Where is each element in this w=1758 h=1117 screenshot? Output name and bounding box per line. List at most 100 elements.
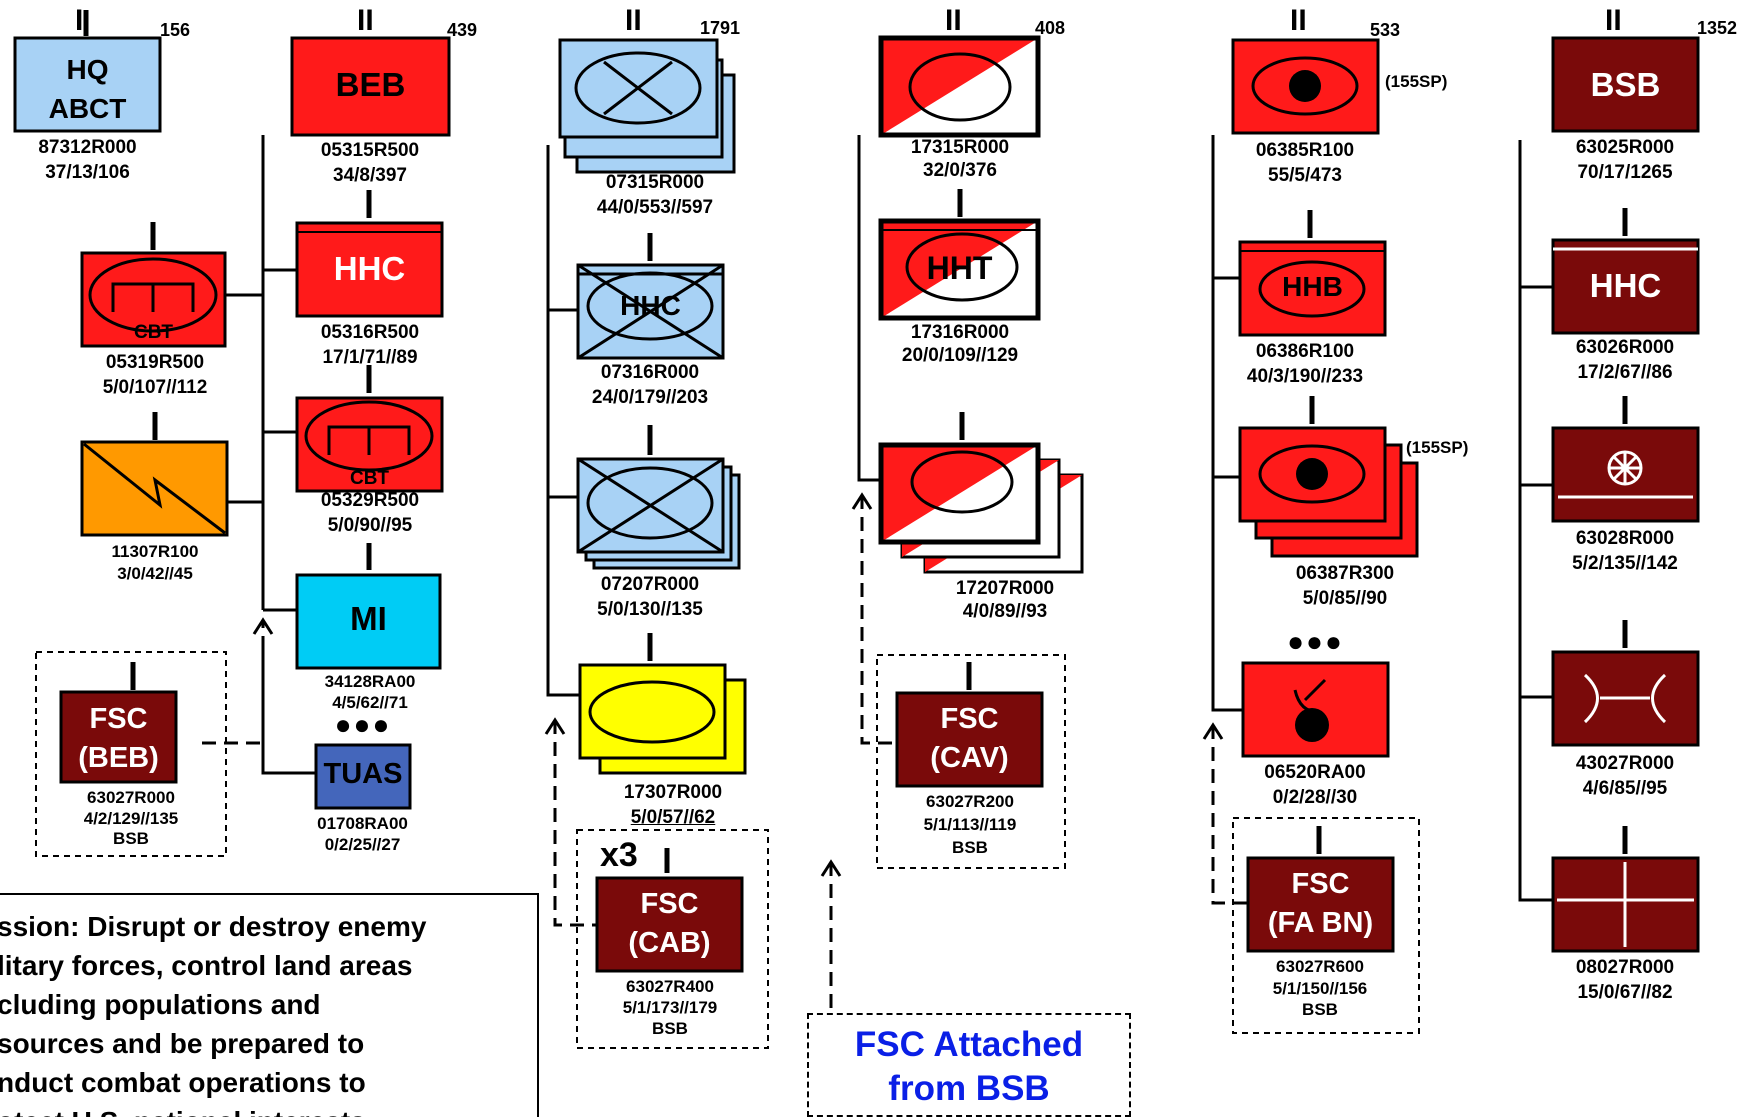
unit-parent: BSB <box>952 838 988 857</box>
unit-code: 07207R000 <box>600 574 700 595</box>
unit-personnel: 32/0/376 <box>923 160 997 181</box>
unit-code: 05316R500 <box>320 322 420 343</box>
unit-personnel: 34/8/397 <box>333 165 407 186</box>
unit-code: 06520RA00 <box>1264 762 1366 783</box>
unit-personnel: 44/0/553//597 <box>596 197 714 218</box>
fsc-multiplier: x3 <box>600 836 638 874</box>
fsc-beb-group <box>35 651 227 857</box>
unit-personnel: 3/0/42//45 <box>117 564 193 583</box>
recon-icon <box>910 450 1014 514</box>
unit-size-number: 439 <box>447 20 478 40</box>
bsb-hhc-box <box>1551 238 1700 335</box>
recon-icon <box>908 52 1012 122</box>
unit-size-number: 1352 <box>1697 18 1738 38</box>
arrow-up-icon <box>820 859 842 877</box>
unit-personnel: 0/2/25//27 <box>324 835 401 854</box>
unit-level-marker: II <box>1290 4 1307 37</box>
unit-code: 05315R500 <box>320 140 420 161</box>
unit-code: 17307R000 <box>623 782 723 803</box>
cav-hht-label: HHT <box>926 250 993 286</box>
fsc-cab-dashed-link <box>553 720 597 927</box>
unit-code: 06385R100 <box>1255 140 1355 161</box>
fsc-cab-group <box>576 829 769 1049</box>
fa-btry-box <box>1238 426 1387 523</box>
unit-personnel: 17/1/71//89 <box>322 347 418 368</box>
unit-personnel: 0/2/28//30 <box>1272 787 1358 808</box>
unit-personnel: 5/1/113//119 <box>923 815 1017 834</box>
unit-personnel: 70/17/1265 <box>1577 162 1673 183</box>
unit-code: 17316R000 <box>910 322 1010 343</box>
inf-trunk-line <box>546 145 580 697</box>
unit-code: 63028R000 <box>1575 528 1675 549</box>
hq-abct-box <box>13 36 162 133</box>
radar-icon <box>1295 708 1329 742</box>
unit-code: 05319R500 <box>105 352 205 373</box>
unit-personnel: 5/0/130//135 <box>597 599 703 620</box>
mission-statement: ssion: Disrupt or destroy enemy litary f… <box>0 911 427 1117</box>
unit-personnel: 17/2/67//86 <box>1577 362 1673 383</box>
signal-box <box>80 440 229 537</box>
beb-label: BEB <box>335 66 406 103</box>
unit-personnel: 5/0/90//95 <box>327 515 413 536</box>
fsc-cab-box <box>595 876 744 973</box>
unit-personnel: 4/0/89//93 <box>962 601 1048 622</box>
cav-hht-box <box>878 218 1041 321</box>
arrow-up-icon <box>1202 722 1224 740</box>
bsb-hhc-label: HHC <box>1589 267 1662 304</box>
unit-code: 87312R000 <box>38 137 137 158</box>
unit-level-marker: II <box>625 4 642 37</box>
unit-personnel: 4/6/85//95 <box>1582 778 1668 799</box>
beb-hhc-label: HHC <box>333 250 406 287</box>
unit-code: 07315R000 <box>605 172 705 193</box>
fsc-fa-group <box>1232 817 1420 1034</box>
unit-personnel: 40/3/190//233 <box>1246 366 1364 387</box>
bsb-trunk-line <box>1518 140 1553 902</box>
fsc-cab-label: FSC (CAB) <box>628 888 711 959</box>
unit-size-number: 408 <box>1035 18 1066 38</box>
fsc-note-text: FSC Attached from BSB <box>854 1025 1084 1108</box>
unit-code: 63027R400 <box>626 977 714 996</box>
tuas-box <box>314 743 412 810</box>
fsc-beb-box <box>59 690 178 784</box>
unit-personnel: 5/1/150//156 <box>1272 979 1368 998</box>
unit-code: 05329R500 <box>320 490 420 511</box>
fsc-cav-dashed-link <box>860 495 897 745</box>
unit-personnel: 5/0/107//112 <box>102 377 208 398</box>
unit-code: 11307R100 <box>111 542 199 561</box>
arrow-up-icon <box>252 617 274 635</box>
unit-size-number: 533 <box>1370 20 1401 40</box>
recon-icon <box>905 232 1019 302</box>
unit-personnel: 5/1/173//179 <box>622 998 718 1017</box>
unit-personnel: 4/5/62//71 <box>332 693 408 712</box>
lightning-icon <box>83 442 226 535</box>
unit-note: (155SP) <box>1406 438 1469 457</box>
engineer-icon <box>304 400 434 472</box>
unit-code: 63027R200 <box>926 792 1014 811</box>
arrow-up-icon <box>851 492 873 510</box>
beb-box <box>290 36 451 137</box>
artillery-icon <box>1258 444 1366 504</box>
unit-note: (155SP) <box>1385 72 1448 91</box>
fsc-fa-dashed-link <box>1211 725 1248 905</box>
unit-parent: BSB <box>1302 1000 1338 1019</box>
unit-parent: BSB <box>113 829 149 848</box>
unit-level-dots: ●●● <box>1287 626 1344 657</box>
bsb-box <box>1551 36 1700 133</box>
cav-sqdn-box <box>878 35 1041 138</box>
fsc-beb-dashed-link <box>202 620 265 745</box>
inf-hhc-label: HHC <box>620 290 681 321</box>
unit-code: 08027R000 <box>1575 957 1675 978</box>
mi-box <box>295 573 442 670</box>
beb-branch-lines <box>226 268 296 612</box>
mech-icon <box>586 271 714 341</box>
unit-personnel: 20/0/109//129 <box>901 345 1019 366</box>
unit-code: 34128RA00 <box>324 672 416 691</box>
supply-icon <box>1583 673 1667 724</box>
fsc-cav-group <box>876 654 1066 869</box>
fsc-cav-label: FSC (CAV) <box>930 703 1009 774</box>
engineer-icon <box>88 257 218 333</box>
fa-trunk-line <box>1211 135 1243 712</box>
unit-parent: BSB <box>652 1019 688 1038</box>
